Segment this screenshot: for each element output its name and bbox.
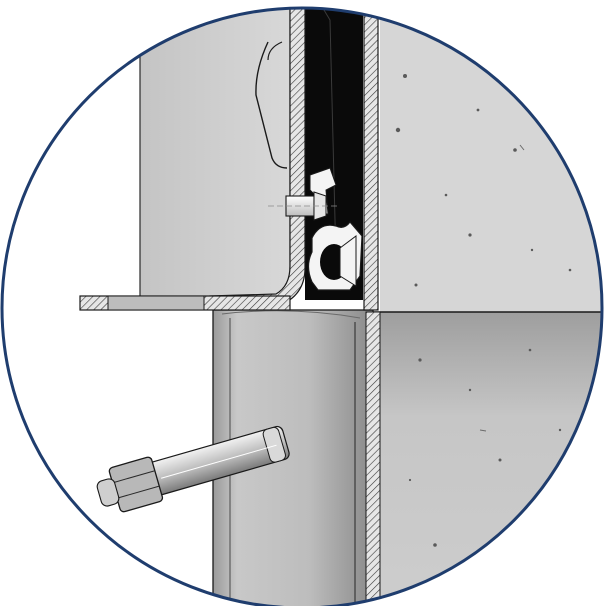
frame-section-lower <box>365 311 381 606</box>
callout-circle-frame <box>0 6 604 606</box>
countersunk-screw <box>268 191 340 221</box>
bracket-flange-slot <box>107 295 205 311</box>
frame-section-right <box>363 13 379 311</box>
door-leaf-panel <box>139 8 291 299</box>
concrete-texture <box>395 20 592 602</box>
cable-line <box>255 41 288 169</box>
anchor-bolt-with-nut <box>96 425 290 513</box>
